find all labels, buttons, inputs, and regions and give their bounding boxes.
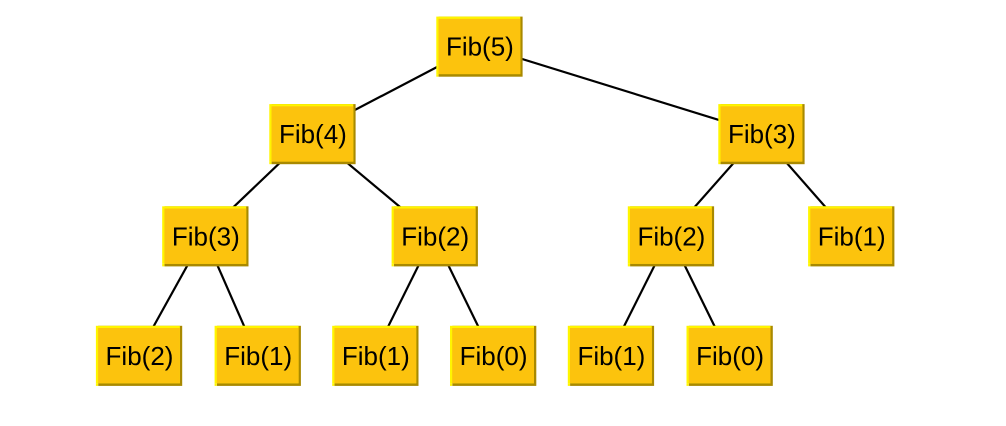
svg-text:Fib(3): Fib(3): [728, 119, 796, 149]
svg-text:Fib(1): Fib(1): [224, 341, 292, 371]
svg-text:Fib(1): Fib(1): [577, 341, 645, 371]
svg-text:Fib(0): Fib(0): [696, 341, 764, 371]
svg-text:Fib(3): Fib(3): [172, 221, 240, 251]
svg-text:Fib(4): Fib(4): [279, 119, 347, 149]
svg-text:Fib(1): Fib(1): [818, 221, 886, 251]
svg-text:Fib(1): Fib(1): [342, 341, 410, 371]
svg-text:Fib(5): Fib(5): [446, 32, 514, 62]
svg-text:Fib(2): Fib(2): [401, 221, 469, 251]
svg-text:Fib(2): Fib(2): [106, 341, 174, 371]
svg-text:Fib(2): Fib(2): [637, 221, 705, 251]
svg-text:Fib(0): Fib(0): [460, 341, 528, 371]
